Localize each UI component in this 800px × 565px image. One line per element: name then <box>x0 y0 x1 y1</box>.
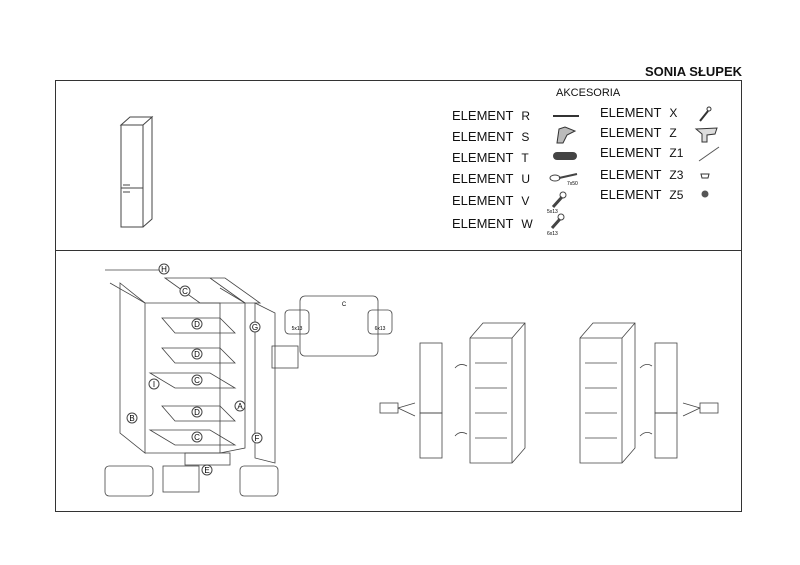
svg-text:G: G <box>252 323 258 332</box>
element-v-icon: 5x13 <box>547 191 567 215</box>
element-w-icon: 6x13 <box>547 213 565 237</box>
door-hinge-assembly-left-drawing <box>379 322 526 464</box>
element-r-icon <box>553 115 579 117</box>
accessories-title: AKCESORIA <box>556 87 621 99</box>
element-s-icon <box>556 126 577 144</box>
svg-text:A: A <box>237 402 243 411</box>
svg-text:5x13: 5x13 <box>547 209 558 215</box>
svg-text:D: D <box>194 408 200 417</box>
svg-text:C: C <box>194 376 200 385</box>
section-divider <box>55 250 742 251</box>
element-x-icon <box>699 106 712 122</box>
element-t-icon <box>553 152 577 160</box>
svg-text:F: F <box>255 434 260 443</box>
svg-text:D: D <box>194 320 200 329</box>
svg-text:H: H <box>161 265 167 274</box>
document-title: SONIA SŁUPEK <box>644 64 742 79</box>
cabinet-preview-drawing <box>119 115 154 228</box>
svg-text:B: B <box>129 414 134 423</box>
element-z-icon <box>694 127 718 143</box>
door-hinge-assembly-right-drawing <box>579 322 719 464</box>
svg-text:5x13: 5x13 <box>292 326 303 332</box>
svg-text:D: D <box>194 350 200 359</box>
svg-text:6x13: 6x13 <box>375 326 386 332</box>
svg-text:6x13: 6x13 <box>547 231 558 237</box>
element-z3-icon <box>700 173 710 179</box>
instruction-frame <box>55 80 742 512</box>
svg-text:E: E <box>204 466 209 475</box>
element-u-icon: 7x50 <box>549 173 578 187</box>
svg-text:I: I <box>153 380 155 389</box>
element-z1-icon <box>698 146 720 162</box>
svg-text:C: C <box>182 287 188 296</box>
svg-text:C: C <box>342 302 347 308</box>
exploded-assembly-diagram: H C D D C D C G I A B F E 5x13 6x13 C <box>104 263 393 497</box>
svg-text:C: C <box>194 433 200 442</box>
element-z5-icon <box>701 190 709 198</box>
svg-text:7x50: 7x50 <box>567 181 578 187</box>
